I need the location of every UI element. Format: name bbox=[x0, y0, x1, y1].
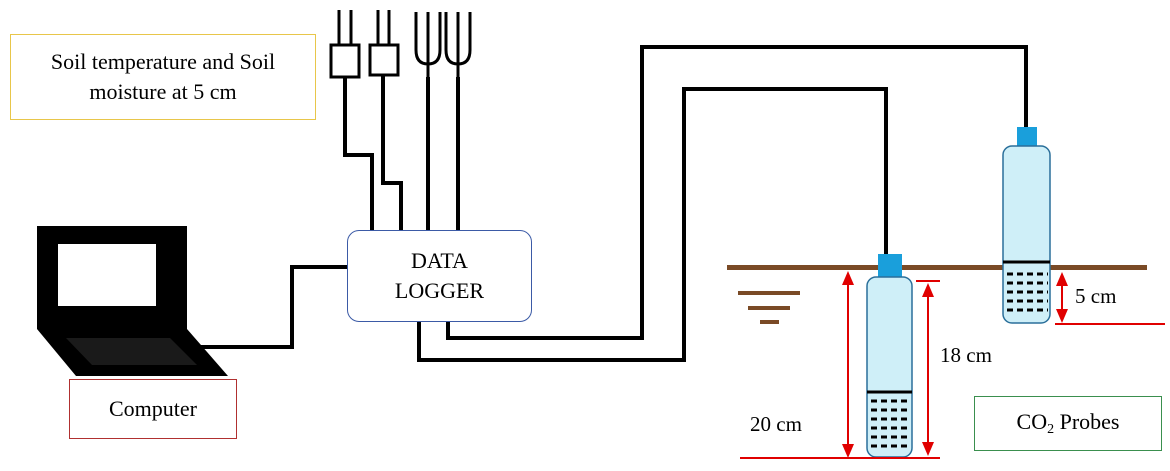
sensor-label-line1: Soil temperature and Soil bbox=[50, 49, 276, 74]
computer-label: Computer bbox=[109, 396, 197, 421]
sensor-label-line2: moisture at 5 cm bbox=[89, 79, 237, 104]
probes-label-suffix: Probes bbox=[1054, 409, 1120, 434]
ground-symbol-icon bbox=[738, 291, 800, 324]
dim-label-18cm: 18 cm bbox=[940, 343, 992, 367]
sensor-probe-3 bbox=[414, 12, 442, 77]
dim-label-5cm: 5 cm bbox=[1075, 284, 1116, 308]
dimension-18cm bbox=[916, 280, 940, 456]
dimension-20cm bbox=[740, 271, 940, 459]
dimension-5cm bbox=[1055, 272, 1165, 325]
wiring bbox=[200, 45, 1028, 362]
sensor-label-box: Soil temperature and Soil moisture at 5 … bbox=[10, 34, 316, 120]
co2-probe-shallow bbox=[1002, 127, 1051, 324]
computer-label-box: Computer bbox=[69, 379, 237, 439]
dim-label-20cm: 20 cm bbox=[750, 412, 802, 436]
sensor-probe-2 bbox=[368, 10, 400, 77]
sensor-probe-1 bbox=[329, 10, 361, 79]
data-logger-line2: LOGGER bbox=[394, 278, 485, 303]
laptop-icon bbox=[37, 226, 228, 376]
data-logger-line1: DATA bbox=[411, 248, 468, 273]
co2-probes-label: CO2 Probes bbox=[1017, 409, 1120, 438]
co2-probes-label-box: CO2 Probes bbox=[974, 396, 1162, 451]
probes-label-main: CO bbox=[1016, 409, 1048, 434]
probes-label-subscript: 2 bbox=[1047, 422, 1055, 437]
sensor-probe-4 bbox=[444, 12, 472, 77]
co2-probe-deep bbox=[866, 254, 913, 458]
data-logger-box: DATA LOGGER bbox=[347, 230, 532, 322]
soil-surface bbox=[727, 265, 1147, 270]
